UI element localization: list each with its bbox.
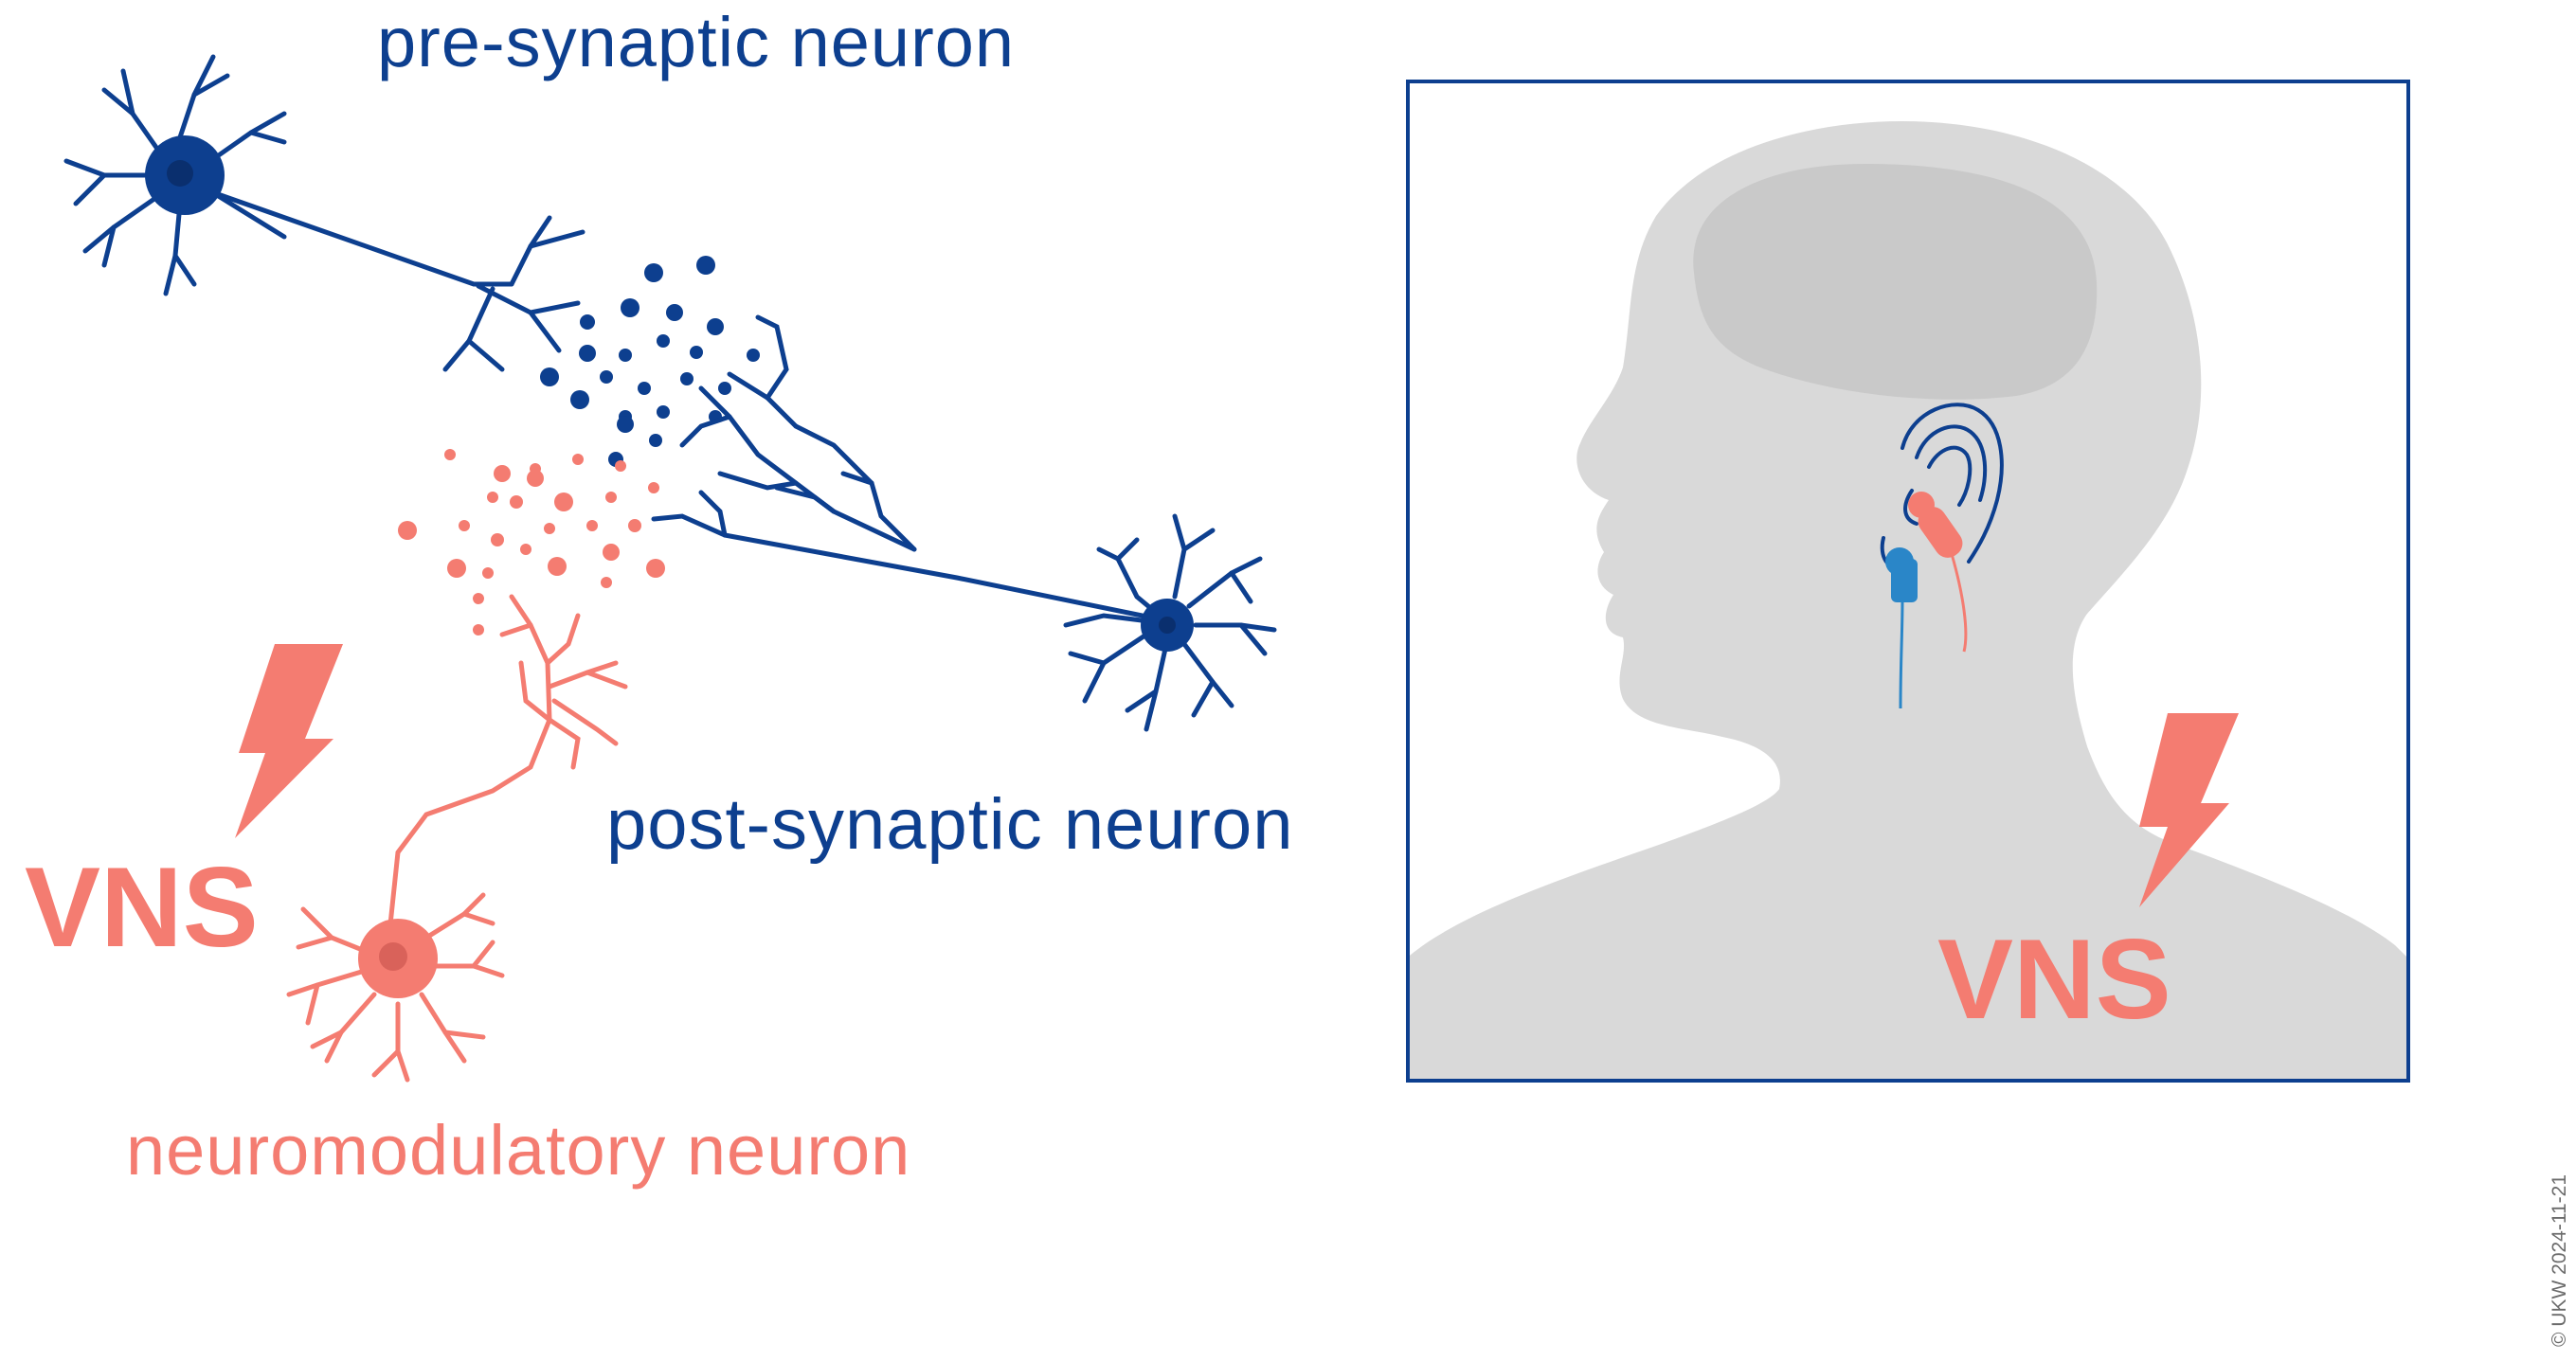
pre-synaptic-neuron xyxy=(63,54,585,372)
neurotransmitter-dots xyxy=(540,256,760,467)
lightning-bolt-icon xyxy=(235,644,343,838)
copyright-text: © UKW 2024-11-21 xyxy=(2549,1174,2570,1347)
vns-label-right: VNS xyxy=(1937,916,2171,1043)
neuromodulatory-neuron xyxy=(286,594,628,1083)
neuromodulatory-label: neuromodulatory neuron xyxy=(126,1111,911,1190)
head-illustration-panel xyxy=(1406,80,2410,1083)
ear-electrodes xyxy=(1885,492,1968,709)
post-synaptic-label: post-synaptic neuron xyxy=(606,784,1294,865)
post-synaptic-neuron xyxy=(651,314,1277,732)
lightning-bolt-icon xyxy=(2139,713,2239,907)
vns-label-left: VNS xyxy=(25,844,259,971)
head-silhouette xyxy=(1410,121,2406,1079)
neuron-diagram xyxy=(63,54,1277,1083)
pre-synaptic-label: pre-synaptic neuron xyxy=(377,3,1016,81)
neuromodulator-dots xyxy=(398,449,665,636)
